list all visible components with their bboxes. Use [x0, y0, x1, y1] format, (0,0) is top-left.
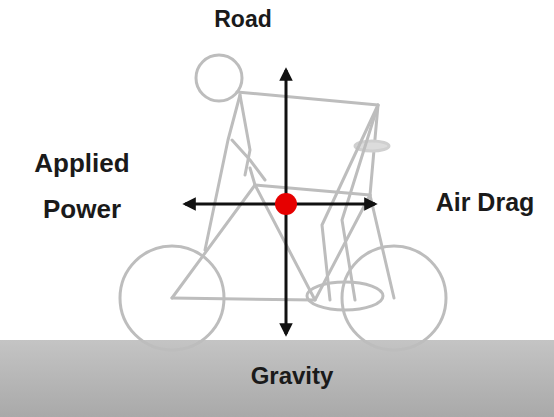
force-label: Applied Power [12, 140, 152, 232]
cyclist-figure [120, 55, 446, 350]
ground-band [0, 340, 554, 417]
force-arrows [185, 70, 375, 334]
center-of-mass-dot [275, 193, 297, 215]
force-label: Gravity [222, 360, 362, 392]
force-label: Road [183, 4, 303, 34]
force-label: Air Drag [420, 186, 550, 218]
